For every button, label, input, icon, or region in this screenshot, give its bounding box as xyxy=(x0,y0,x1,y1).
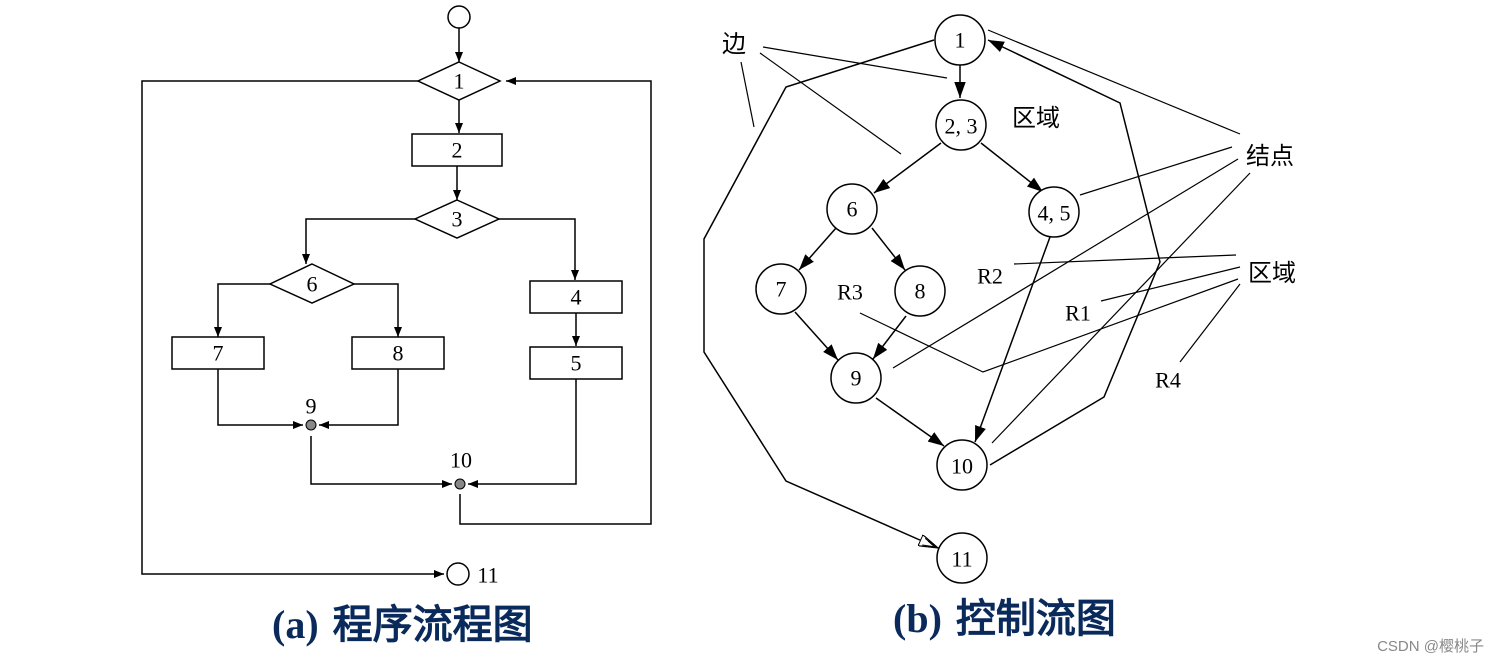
node-label-8: 8 xyxy=(393,341,404,366)
cfg-node-label-10: 10 xyxy=(951,454,973,479)
node-pointer-1 xyxy=(987,29,1241,135)
edge-pointer-3 xyxy=(740,61,755,128)
caption-cfg-title: 控制流图 xyxy=(955,596,1116,642)
edge-7-9 xyxy=(217,369,303,429)
process-node-8 xyxy=(351,336,445,370)
junction-node-10 xyxy=(454,478,466,490)
node-pointer-9 xyxy=(892,158,1239,369)
edge-3-6 xyxy=(302,218,415,264)
decision-node-3 xyxy=(413,199,501,239)
caption-cfg-prefix: (b) xyxy=(893,596,942,641)
cfg-node-6 xyxy=(826,183,878,235)
edge-pointer-2 xyxy=(759,52,902,155)
node-label-9: 9 xyxy=(306,394,317,419)
process-node-2 xyxy=(411,133,503,167)
annotation-region-top: 区域 xyxy=(1012,104,1060,132)
cfg-edge-1-11-exit xyxy=(703,39,938,548)
node-label-4: 4 xyxy=(571,285,582,310)
edge-8-9 xyxy=(319,369,399,429)
caption-flowchart-title: 程序流程图 xyxy=(332,602,533,648)
cfg-node-label-4-5: 4, 5 xyxy=(1038,201,1071,226)
node-label-7: 7 xyxy=(213,341,224,366)
region-label-r3: R3 xyxy=(837,280,863,305)
cfg-node-2-3 xyxy=(935,99,987,151)
annotation-pointers xyxy=(740,29,1251,444)
cfg-node-1 xyxy=(934,14,986,66)
edge-10-1-loop xyxy=(459,77,652,525)
program-flowchart: 1 2 3 6 4 5 7 8 xyxy=(141,5,652,588)
junction-node-9 xyxy=(305,419,317,431)
edge-6-7 xyxy=(214,283,270,337)
cfg-node-8 xyxy=(894,265,946,317)
node-label-2: 2 xyxy=(452,138,463,163)
end-terminal xyxy=(446,562,470,586)
cfg-node-7 xyxy=(755,263,807,315)
cfg-node-10 xyxy=(936,439,988,491)
node-label-10: 10 xyxy=(450,448,472,473)
cfg-edge-45-10 xyxy=(974,236,1051,443)
node-label-3: 3 xyxy=(452,207,463,232)
decision-node-6 xyxy=(268,263,356,304)
region-label-r4: R4 xyxy=(1155,368,1181,393)
cfg-edge-8-9 xyxy=(872,315,907,360)
region-pointer-r1 xyxy=(1100,266,1241,302)
annotation-region: 区域 xyxy=(1248,259,1296,287)
control-flow-graph: 1 2, 3 6 4, 5 7 8 9 10 11 边 区域 结点 区域 R2 … xyxy=(703,14,1296,584)
cfg-node-label-9: 9 xyxy=(851,366,862,391)
cfg-edge-23-6 xyxy=(873,142,942,194)
edge-6-8 xyxy=(354,283,402,337)
annotation-node: 结点 xyxy=(1246,142,1294,170)
node-label-6: 6 xyxy=(307,272,318,297)
process-node-7 xyxy=(171,336,265,370)
cfg-node-label-6: 6 xyxy=(847,197,858,222)
region-pointer-r3 xyxy=(859,278,1239,373)
region-pointer-r2 xyxy=(1013,254,1237,265)
edge-1-11-exit xyxy=(141,80,444,578)
cfg-edge-23-45 xyxy=(980,142,1044,193)
cfg-node-9 xyxy=(830,352,882,404)
region-pointer-r4 xyxy=(1179,283,1241,363)
cfg-node-label-8: 8 xyxy=(915,279,926,304)
caption-flowchart: (a) 程序流程图 xyxy=(272,592,533,650)
cfg-edge-7-9 xyxy=(794,311,839,361)
edge-5-10 xyxy=(468,379,577,488)
node-label-1: 1 xyxy=(454,69,465,94)
cfg-edge-6-8 xyxy=(871,227,906,271)
edge-3-4 xyxy=(499,218,579,280)
start-terminal xyxy=(447,5,471,29)
cfg-node-label-2-3: 2, 3 xyxy=(945,114,978,139)
cfg-node-11 xyxy=(936,532,988,584)
region-label-r1: R1 xyxy=(1065,301,1091,326)
node-label-5: 5 xyxy=(571,351,582,376)
cfg-node-label-1: 1 xyxy=(955,28,966,53)
cfg-edge-9-10 xyxy=(875,397,945,447)
edge-pointer-1 xyxy=(762,46,948,79)
process-node-4 xyxy=(529,280,623,314)
region-label-r2: R2 xyxy=(977,264,1003,289)
node-label-11: 11 xyxy=(477,563,498,588)
edge-9-10 xyxy=(310,436,452,488)
cfg-node-4-5 xyxy=(1028,186,1080,238)
node-pointer-10 xyxy=(991,172,1251,444)
node-pointer-45 xyxy=(1079,146,1233,196)
caption-cfg: (b) 控制流图 xyxy=(893,586,1116,644)
annotation-edge: 边 xyxy=(722,30,746,58)
cfg-edge-6-7 xyxy=(798,227,837,271)
watermark: CSDN @樱桃子 xyxy=(1377,638,1484,655)
cfg-node-label-11: 11 xyxy=(951,547,972,572)
cfg-edge-10-1-loop xyxy=(987,39,1161,466)
caption-flowchart-prefix: (a) xyxy=(272,602,319,647)
cfg-node-label-7: 7 xyxy=(776,277,787,302)
